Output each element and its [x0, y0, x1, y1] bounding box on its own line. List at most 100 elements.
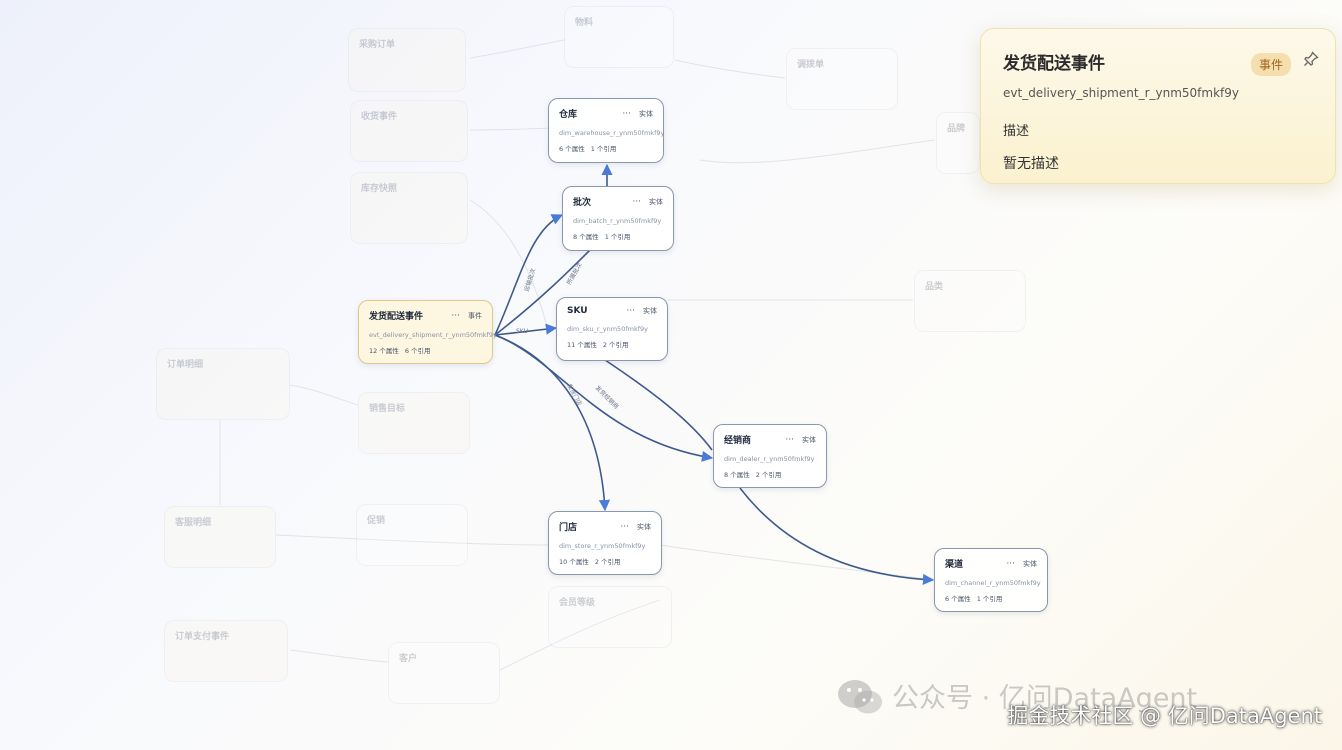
node-props: 10 个属性 — [559, 558, 589, 566]
node-refs: 2 个引用 — [755, 471, 782, 479]
panel-title: 发货配送事件 — [1003, 54, 1105, 74]
node-props: 6 个属性 — [945, 595, 971, 603]
node-props: 12 个属性 — [369, 347, 399, 355]
faded-node-transfer[interactable]: 调拨单 — [786, 48, 898, 110]
edge-event-sku[interactable] — [494, 323, 558, 336]
type-badge: 实体 — [802, 435, 816, 444]
node-warehouse[interactable]: 仓库 ··· 实体 dim_warehouse_r_ynm50fmkf9y 6 … — [548, 98, 664, 163]
node-title: 订单支付事件 — [175, 632, 230, 642]
faded-node-order-pay-event[interactable]: 订单支付事件 — [164, 620, 288, 682]
pin-icon[interactable] — [1303, 51, 1319, 71]
faded-edge — [674, 59, 786, 79]
faded-node-material[interactable]: 物料 — [564, 6, 674, 68]
panel-desc-label: 描述 — [1003, 124, 1030, 139]
type-badge: 事件 — [468, 311, 482, 320]
more-icon[interactable]: ··· — [632, 196, 641, 207]
more-icon[interactable]: ··· — [451, 310, 460, 321]
node-title: 客户 — [399, 654, 418, 664]
edge-event-store[interactable] — [494, 334, 611, 512]
node-title: 经销商 — [724, 436, 752, 446]
node-title: 品牌 — [947, 124, 966, 134]
node-refs: 1 个引用 — [604, 233, 631, 241]
more-icon[interactable]: ··· — [626, 306, 635, 316]
node-refs: 6 个引用 — [404, 347, 431, 355]
faded-node-promotion[interactable]: 促销 — [356, 504, 468, 566]
node-title: 门店 — [559, 523, 578, 533]
faded-node-sales-target[interactable]: 销售目标 — [358, 392, 470, 454]
faded-edge — [289, 384, 359, 406]
detail-panel: 发货配送事件 事件 evt_delivery_shipment_r_ynm50f… — [980, 28, 1336, 184]
edge-label: SKU — [516, 328, 528, 335]
more-icon[interactable]: ··· — [1006, 558, 1015, 569]
node-store[interactable]: 门店 ··· 实体 dim_store_r_ynm50fmkf9y 10 个属性… — [548, 511, 662, 575]
faded-edge — [699, 139, 936, 164]
node-title: 客服明细 — [175, 518, 212, 528]
node-title: SKU — [567, 306, 588, 316]
node-channel[interactable]: 渠道 ··· 实体 dim_channel_r_ynm50fmkf9y 6 个属… — [934, 548, 1048, 612]
node-title: 促销 — [367, 516, 386, 526]
faded-node-receive-event[interactable]: 收货事件 — [350, 100, 468, 162]
faded-node-inventory[interactable]: 库存快照 — [350, 172, 468, 244]
type-badge: 实体 — [1023, 559, 1037, 568]
node-props: 11 个属性 — [567, 341, 597, 349]
node-title: 渠道 — [945, 560, 964, 570]
more-icon[interactable]: ··· — [620, 521, 629, 532]
more-icon[interactable]: ··· — [622, 108, 631, 119]
faded-node-service-detail[interactable]: 客服明细 — [164, 506, 276, 568]
node-title: 采购订单 — [359, 40, 396, 50]
faded-edge — [469, 39, 566, 59]
wechat-icon — [836, 678, 884, 720]
node-delivery-event[interactable]: 发货配送事件 ··· 事件 evt_delivery_shipment_r_yn… — [358, 300, 497, 364]
watermark-line2: 掘金技术社区 @ 亿问DataAgent — [1007, 704, 1322, 728]
node-refs: 1 个引用 — [976, 595, 1003, 603]
faded-node-purchase-order[interactable]: 采购订单 — [348, 28, 466, 92]
faded-node-brand[interactable]: 品牌 — [936, 112, 980, 174]
node-code: dim_dealer_r_ynm50fmkf9y — [724, 455, 815, 463]
faded-node-customer[interactable]: 客户 — [388, 642, 500, 704]
node-code: dim_batch_r_ynm50fmkf9y — [573, 217, 662, 225]
node-code: evt_delivery_shipment_r_ynm50fmkf9y — [369, 331, 497, 339]
node-title: 批次 — [573, 198, 592, 208]
watermark-line1: 公众号 · 亿问DataAgent — [892, 683, 1198, 714]
edge-dealer-channel[interactable] — [739, 487, 935, 586]
type-badge: 实体 — [643, 307, 657, 315]
node-title: 收货事件 — [361, 112, 398, 122]
faded-edge — [469, 127, 561, 131]
node-title: 会员等级 — [559, 598, 596, 608]
edge-label: 发货经销商 — [594, 384, 621, 411]
panel-type-badge: 事件 — [1250, 53, 1291, 76]
edge-event-dealer[interactable] — [494, 334, 714, 462]
node-refs: 1 个引用 — [590, 145, 617, 153]
node-title: 发货配送事件 — [369, 312, 424, 322]
edge-event-batch-2[interactable] — [494, 249, 591, 336]
node-title: 订单明细 — [167, 360, 204, 370]
edge-event-batch[interactable] — [494, 214, 564, 336]
faded-edge — [289, 649, 389, 663]
faded-edge — [659, 544, 936, 581]
faded-edge — [275, 534, 549, 546]
node-props: 8 个属性 — [573, 233, 599, 241]
node-title: 销售目标 — [369, 404, 406, 414]
faded-node-member-level[interactable]: 会员等级 — [548, 586, 672, 648]
node-props: 6 个属性 — [559, 145, 585, 153]
node-title: 库存快照 — [361, 184, 398, 194]
node-refs: 2 个引用 — [602, 341, 629, 349]
panel-code: evt_delivery_shipment_r_ynm50fmkf9y — [1003, 86, 1239, 100]
node-code: dim_channel_r_ynm50fmkf9y — [945, 579, 1041, 587]
edge-sku-dealer[interactable] — [604, 359, 713, 451]
type-badge: 实体 — [637, 522, 651, 531]
type-badge: 实体 — [639, 109, 653, 118]
faded-node-category[interactable]: 品类 — [914, 270, 1026, 332]
node-dealer[interactable]: 经销商 ··· 实体 dim_dealer_r_ynm50fmkf9y 8 个属… — [713, 424, 827, 488]
more-icon[interactable]: ··· — [785, 434, 794, 445]
node-batch[interactable]: 批次 ··· 实体 dim_batch_r_ynm50fmkf9y 8 个属性 1… — [562, 186, 674, 251]
node-title: 品类 — [925, 282, 944, 292]
node-refs: 2 个引用 — [594, 558, 621, 566]
watermark: 公众号 · 亿问DataAgent 掘金技术社区 @ 亿问DataAgent — [836, 676, 1336, 746]
node-props: 8 个属性 — [724, 471, 750, 479]
type-badge: 实体 — [649, 197, 663, 206]
faded-node-order-detail[interactable]: 订单明细 — [156, 348, 290, 420]
